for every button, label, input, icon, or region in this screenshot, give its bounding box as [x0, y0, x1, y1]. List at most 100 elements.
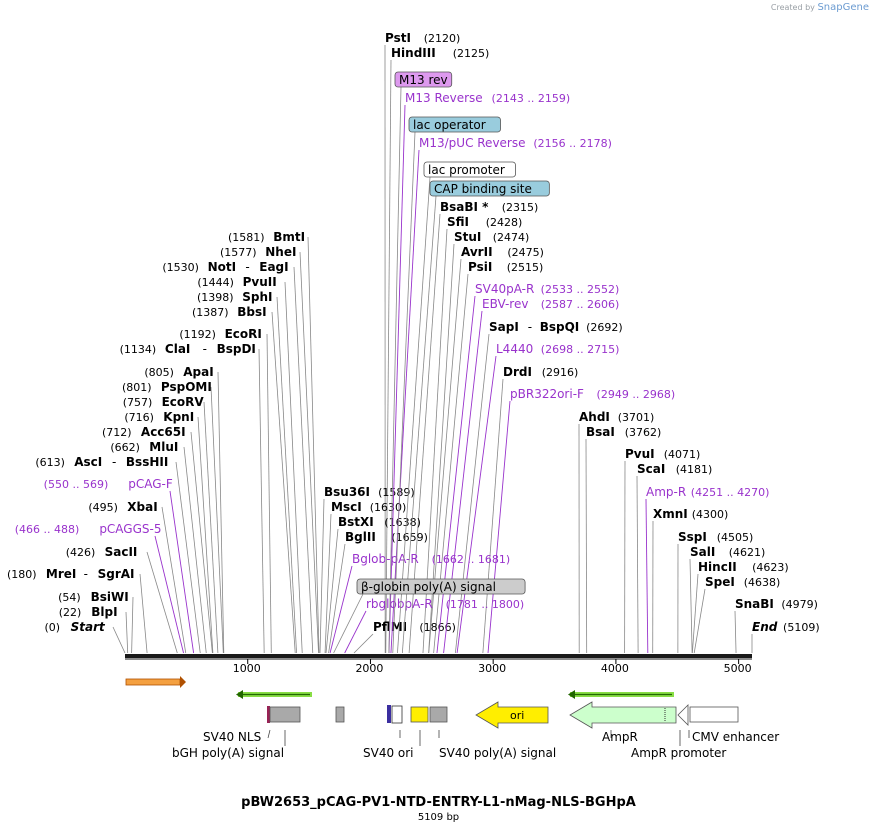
- enzyme-label: SalI: [690, 545, 715, 559]
- enzyme-isoschizomer-label: BspQI: [540, 320, 580, 334]
- small-gray-box: [335, 706, 345, 723]
- enzyme-position: (1866): [419, 621, 456, 634]
- enzyme-label: EcoRI: [225, 327, 262, 341]
- enzyme-label: SfiI: [447, 215, 469, 229]
- enzyme-position: (2692): [586, 321, 623, 334]
- cag-promoter-arrowhead: [180, 676, 186, 688]
- cut-site-line: [266, 333, 272, 654]
- enzyme-position: (4181): [676, 463, 713, 476]
- primer-line: [443, 310, 483, 654]
- enzyme-position: (801): [122, 381, 152, 394]
- cmv-enhancer-box: [689, 706, 739, 723]
- nmag-arrowhead: [236, 690, 243, 699]
- cut-site-line: [131, 596, 134, 654]
- enzyme-position: (5109): [783, 621, 820, 634]
- cut-site-line: [276, 296, 297, 654]
- cut-site-line: [482, 378, 504, 654]
- cut-site-line: [284, 281, 303, 654]
- cut-site-line: [734, 610, 737, 654]
- primer-line: [645, 498, 649, 654]
- primer-line: [388, 104, 406, 654]
- enzyme-label: BlpI: [91, 605, 117, 619]
- axis-tick-label: 1000: [233, 662, 261, 675]
- enzyme-position: (1659): [391, 531, 428, 544]
- enzyme-label: BstXI: [338, 515, 374, 529]
- ampr-track-arrowhead: [568, 690, 575, 699]
- yellow-feature-box: [410, 706, 429, 723]
- enzyme-position: (662): [110, 441, 140, 454]
- primer-range: (2156 .. 2178): [533, 137, 612, 150]
- cut-site-line: [293, 266, 314, 654]
- feature-line: [392, 131, 416, 654]
- cut-site-line: [125, 611, 129, 654]
- primer-label: M13 Reverse: [405, 91, 483, 105]
- primer-label: Amp-R: [646, 485, 686, 499]
- enzyme-position: (1192): [179, 328, 216, 341]
- track-label: SV40 ori: [363, 746, 414, 760]
- enzyme-separator: -: [203, 342, 207, 356]
- feature-label-box: [423, 161, 516, 178]
- cut-site-line: [217, 371, 225, 654]
- enzyme-position: (180): [7, 568, 37, 581]
- enzyme-position: (2428): [486, 216, 523, 229]
- cut-site-line: [197, 416, 214, 654]
- feature-label: lac operator: [413, 118, 486, 132]
- primer-line: [456, 355, 497, 654]
- track-label: CMV enhancer: [692, 730, 779, 744]
- enzyme-position: (716): [124, 411, 154, 424]
- credit-text: Created by: [770, 3, 815, 12]
- enzyme-separator: -: [245, 260, 249, 274]
- feature-label-box: [394, 71, 453, 88]
- primer-line: [169, 490, 195, 654]
- enzyme-position: (4071): [664, 448, 701, 461]
- feature-label: M13 rev: [399, 73, 448, 87]
- enzyme-label: BglII: [345, 530, 376, 544]
- enzyme-position: (1581): [228, 231, 265, 244]
- enzyme-position: (2125): [453, 47, 490, 60]
- cut-site-line: [161, 506, 187, 654]
- primer-line: [154, 535, 184, 654]
- primer-range: (2698 .. 2715): [541, 343, 620, 356]
- enzyme-label: Start: [71, 620, 106, 634]
- cut-site-line: [353, 633, 374, 654]
- enzyme-position: (805): [144, 366, 174, 379]
- enzyme-position: (495): [88, 501, 118, 514]
- cut-site-line: [691, 573, 699, 654]
- enzyme-position: (4638): [744, 576, 781, 589]
- enzyme-label: SspI: [678, 530, 707, 544]
- cut-site-line: [324, 513, 332, 654]
- primer-label: EBV-rev: [482, 297, 528, 311]
- enzyme-label: PstI: [385, 31, 411, 45]
- ori-label: ori: [510, 709, 524, 722]
- primer-label: Bglob-pA-R: [352, 552, 419, 566]
- cut-site-line: [146, 551, 178, 654]
- cut-site-line: [689, 558, 693, 654]
- enzyme-label: BbsI: [237, 305, 266, 319]
- primer-cluster-marker: [387, 705, 391, 723]
- feature-line: [333, 593, 364, 654]
- cut-site-line: [385, 59, 392, 654]
- enzyme-isoschizomer-label: BspDI: [217, 342, 256, 356]
- primer-range: (2143 .. 2159): [492, 92, 571, 105]
- axis-tick-label: 5000: [724, 662, 752, 675]
- enzyme-position: (1134): [120, 343, 157, 356]
- axis-tick-label: 3000: [478, 662, 506, 675]
- cut-site-line: [299, 251, 319, 654]
- enzyme-position: (1530): [162, 261, 199, 274]
- primer-range: (2949 .. 2968): [597, 388, 676, 401]
- cut-site-line: [454, 333, 490, 654]
- primer-label: SV40pA-R: [475, 282, 534, 296]
- ori-arrow: [475, 701, 549, 729]
- cut-site-line: [585, 438, 588, 654]
- primer-line: [487, 400, 511, 654]
- feature-label-box: [429, 180, 550, 197]
- track-label: SV40 NLS: [203, 730, 261, 744]
- plasmid-title: pBW2653_pCAG-PV1-NTD-ENTRY-L1-nMag-NLS-B…: [241, 795, 636, 810]
- track-label: AmpR promoter: [631, 746, 726, 760]
- primer-range: (1781 .. 1800): [446, 598, 525, 611]
- enzyme-label: ClaI: [165, 342, 190, 356]
- feature-label-box: [408, 116, 501, 133]
- feature-line: [401, 195, 437, 654]
- enzyme-label: KpnI: [163, 410, 194, 424]
- enzyme-position: (1444): [197, 276, 234, 289]
